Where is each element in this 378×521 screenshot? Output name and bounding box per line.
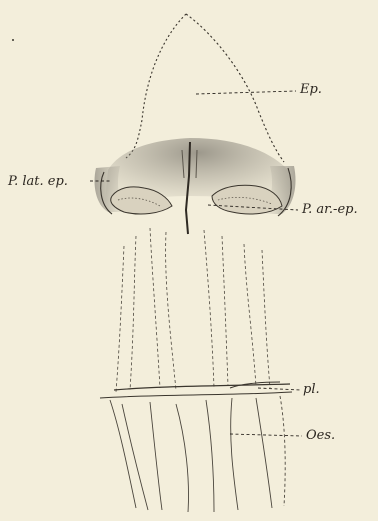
dot-mark — [12, 39, 14, 41]
pharyngeal-folds — [116, 228, 270, 392]
label-ep: Ep. — [300, 83, 322, 96]
label-p-ar-ep: P. ar.-ep. — [302, 203, 358, 216]
label-pl: pl. — [303, 383, 320, 396]
leader-oes — [230, 434, 302, 436]
leader-ep — [196, 91, 296, 94]
label-oes: Oes. — [306, 429, 335, 442]
oesophagus-folds — [110, 396, 285, 512]
epiglottis-outline — [126, 14, 186, 158]
leader-pl — [258, 388, 300, 390]
label-p-lat-ep: P. lat. ep. — [8, 175, 68, 188]
boundary-line — [114, 384, 290, 390]
